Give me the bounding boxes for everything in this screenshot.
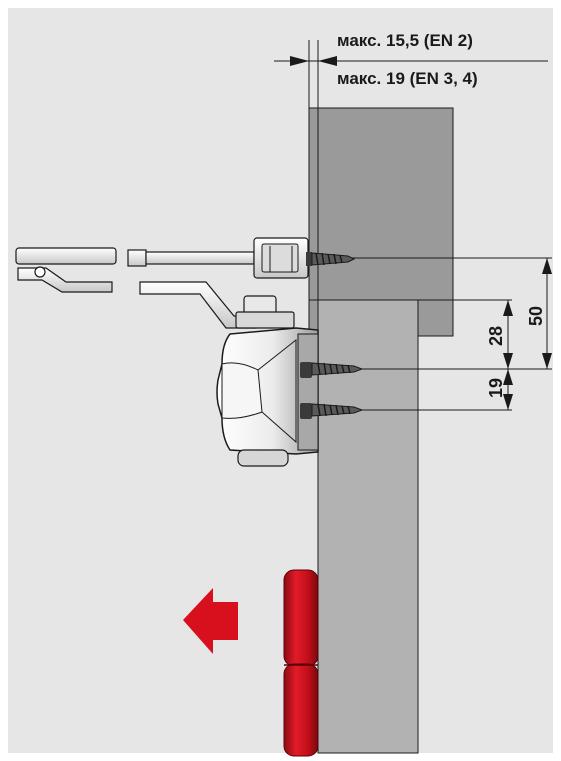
dim-19-arrow-bottom (503, 394, 513, 410)
dim-50-arrow-top (542, 258, 552, 274)
closer-top-plate (235, 311, 295, 329)
max-en34-label: макс. 19 (EN 3, 4) (337, 69, 478, 88)
hinge-lower-knuckle (283, 663, 319, 757)
frame-screw (306, 252, 356, 266)
closer-arm (15, 237, 309, 329)
top-dimension-arrow-left (290, 56, 309, 66)
dim-28-label: 28 (486, 326, 506, 346)
arm-rod-stub (127, 249, 147, 267)
dim-28-arrow-top (503, 300, 513, 316)
top-dimension-arrow-right (318, 56, 337, 66)
frame-leaf-overlap (417, 300, 453, 337)
dim-28-arrow-bottom (503, 353, 513, 369)
dim-50-label: 50 (526, 306, 546, 326)
closer-mount-plate (297, 333, 319, 451)
left-arrow-icon (183, 588, 238, 654)
closer-bottom-cap (237, 449, 289, 467)
closer-screw-lower (300, 403, 364, 419)
dim-50-arrow-bottom (542, 353, 552, 369)
closer-screw-upper (300, 362, 364, 378)
dim-19-label: 19 (486, 378, 506, 398)
arm-rod-left (15, 247, 117, 265)
door-frame (308, 107, 454, 337)
closer-face-panel (221, 362, 263, 419)
dim-19-arrow-top (503, 369, 513, 385)
arm-joint (34, 266, 46, 278)
door-hinge (283, 569, 319, 757)
max-en2-label: макс. 15,5 (EN 2) (337, 31, 473, 50)
hinge-upper-knuckle (283, 569, 319, 667)
closer-housing (216, 327, 319, 455)
arm-bracket-inner (261, 243, 299, 273)
arm-rod-main (145, 251, 255, 265)
closer-ridge (257, 338, 297, 444)
closer-top-nut (243, 295, 277, 315)
